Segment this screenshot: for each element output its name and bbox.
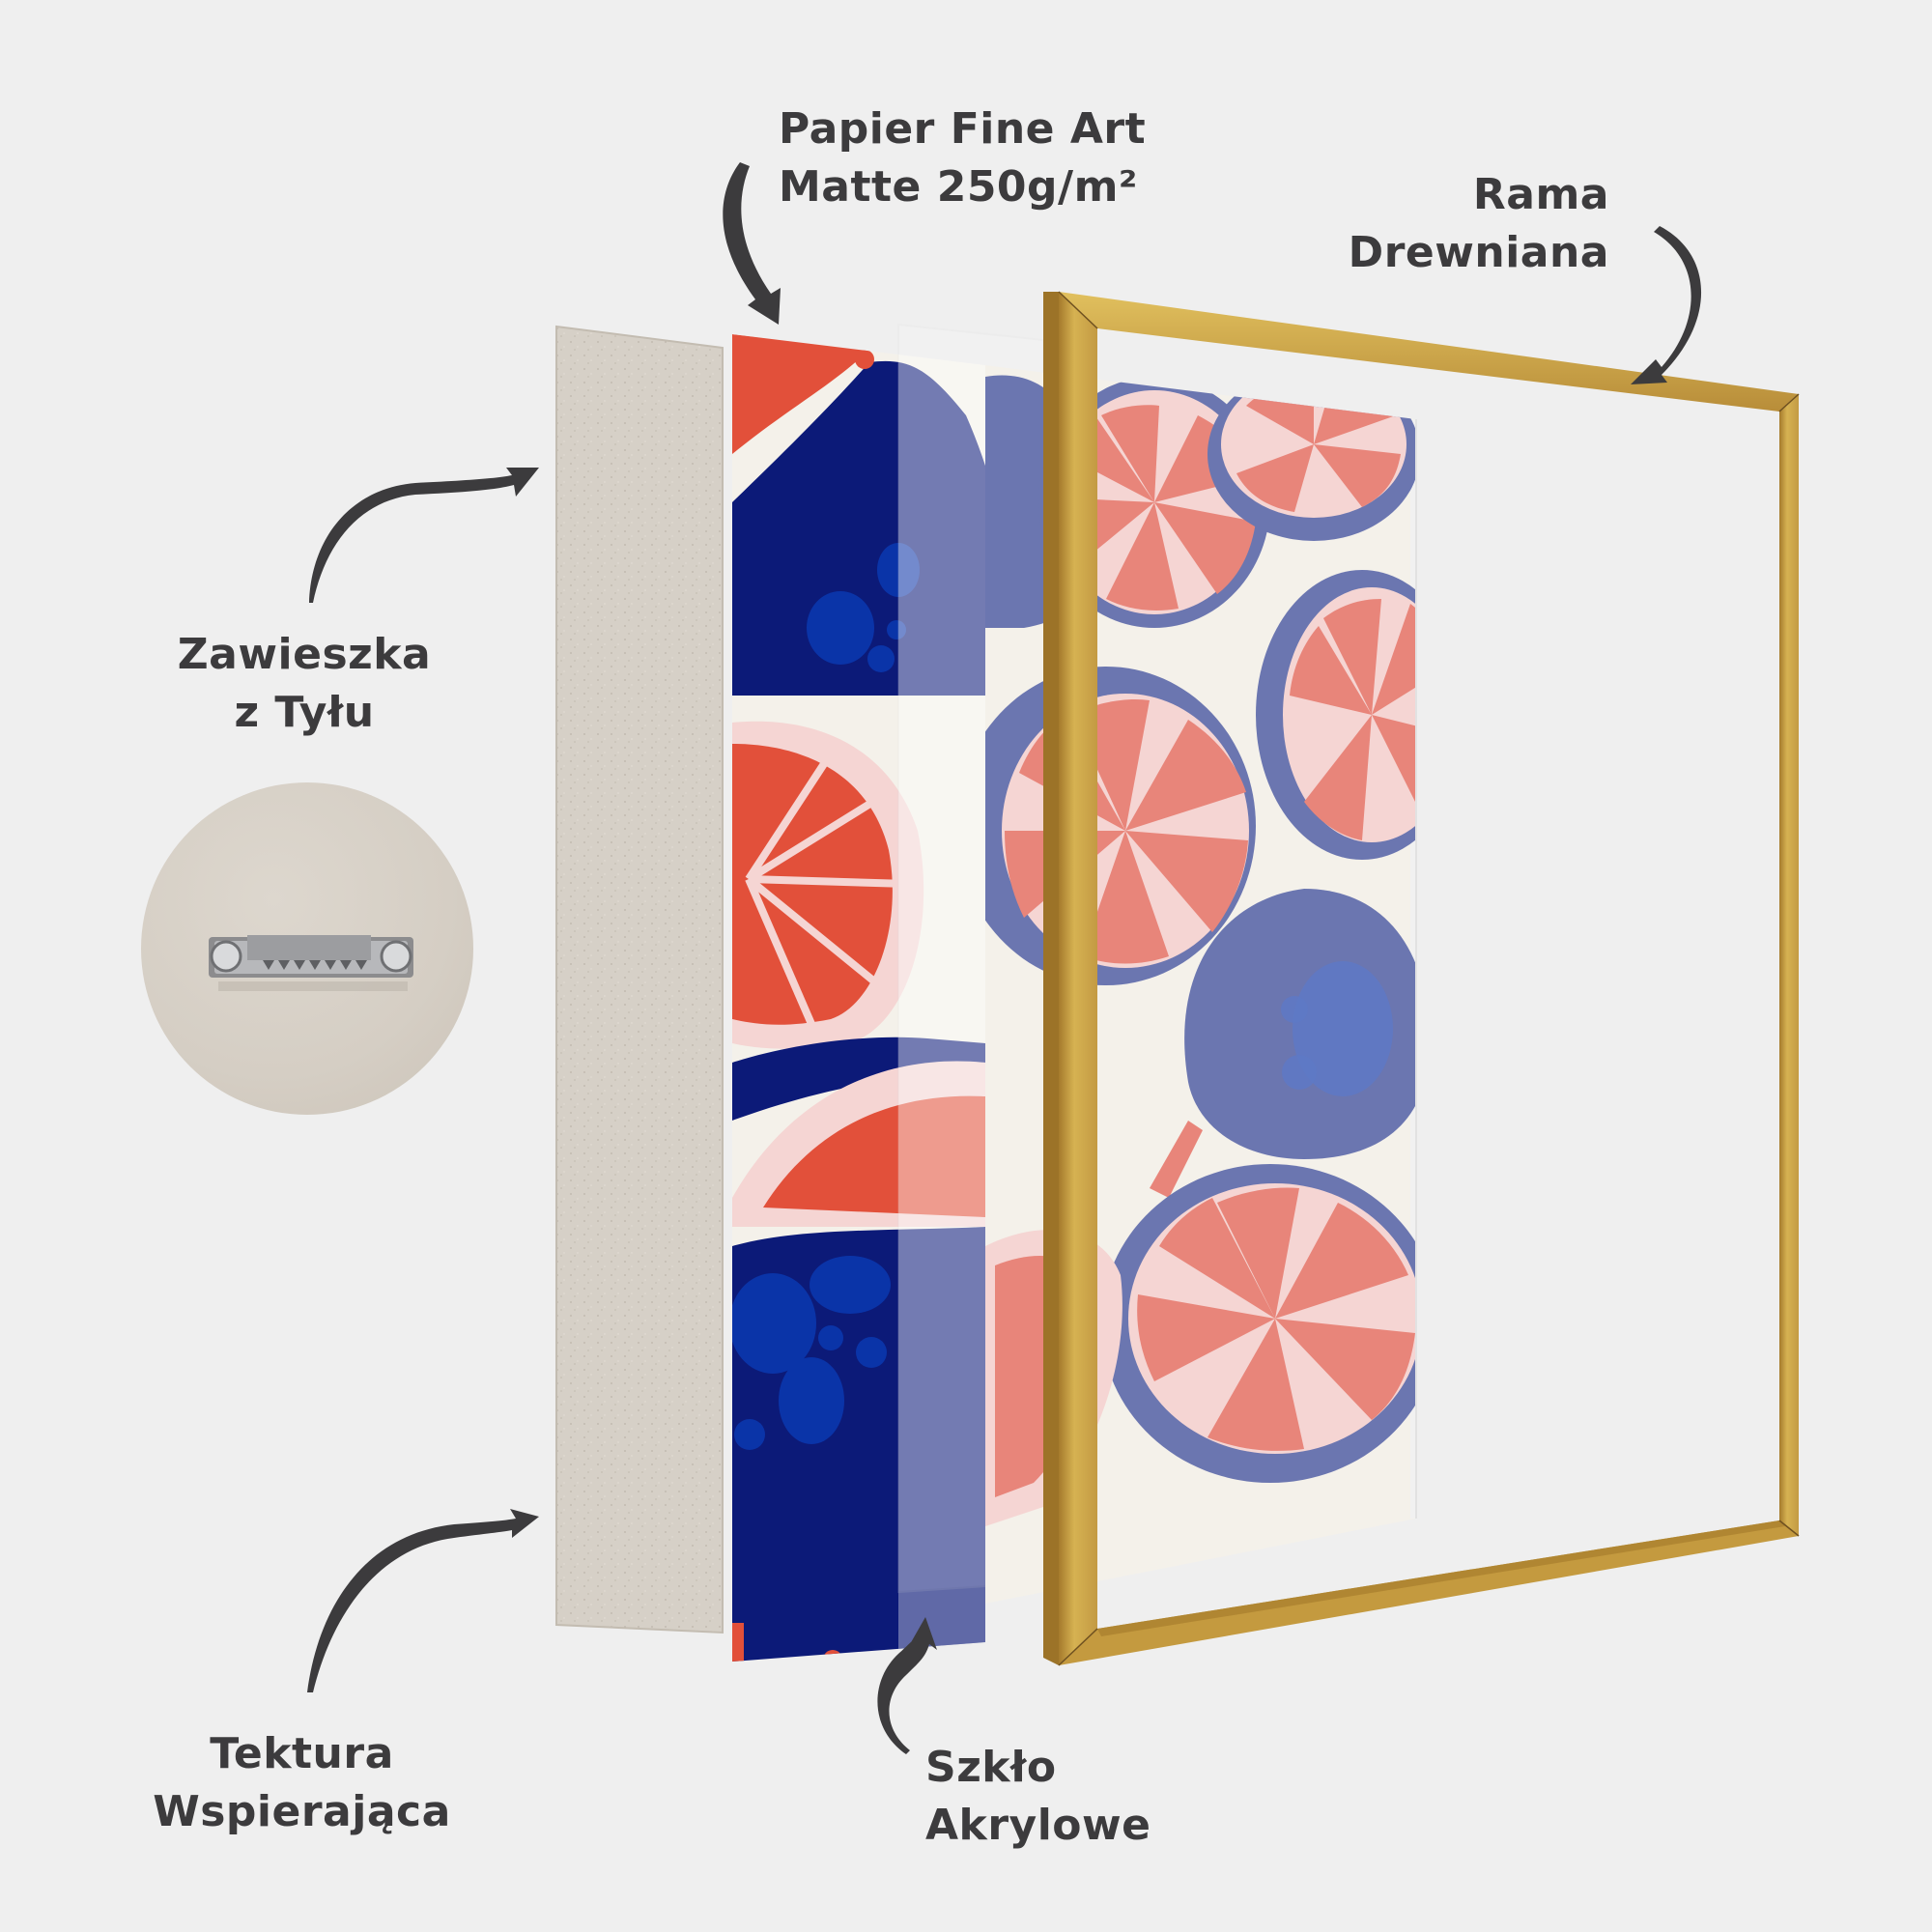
label-paper: Papier Fine Art Matte 250g/m²: [779, 100, 1146, 216]
label-hanger-line1: Zawieszka: [177, 630, 432, 679]
arrow-backing-icon: [307, 1509, 539, 1692]
hanger-detail: [141, 782, 473, 1115]
label-glass: Szkło Akrylowe: [925, 1739, 1151, 1855]
arrow-hanger-icon: [309, 468, 539, 603]
label-glass-line2: Akrylowe: [925, 1801, 1151, 1850]
label-backing-line1: Tektura: [210, 1729, 394, 1778]
label-hanger-line2: z Tyłu: [234, 688, 375, 737]
backing-board: [555, 325, 724, 1634]
arrows: [307, 162, 1702, 1754]
label-paper-line1: Papier Fine Art: [779, 104, 1147, 154]
print-layer: [732, 334, 985, 1662]
label-hanger: Zawieszka z Tyłu: [164, 626, 444, 742]
label-frame: Rama Drewniana: [1349, 166, 1609, 282]
arrow-paper-icon: [723, 162, 781, 325]
label-backing-line2: Wspierająca: [153, 1787, 451, 1836]
label-glass-line1: Szkło: [925, 1743, 1057, 1792]
label-paper-line2: Matte 250g/m²: [779, 162, 1138, 212]
arrow-frame-icon: [1631, 226, 1702, 384]
label-backing: Tektura Wspierająca: [135, 1725, 469, 1841]
wooden-frame: [1043, 291, 1800, 1666]
label-frame-line2: Drewniana: [1348, 228, 1609, 277]
label-frame-line1: Rama: [1472, 170, 1609, 219]
arrow-glass-icon: [877, 1617, 937, 1754]
sawtooth-hanger-icon: [209, 935, 413, 991]
